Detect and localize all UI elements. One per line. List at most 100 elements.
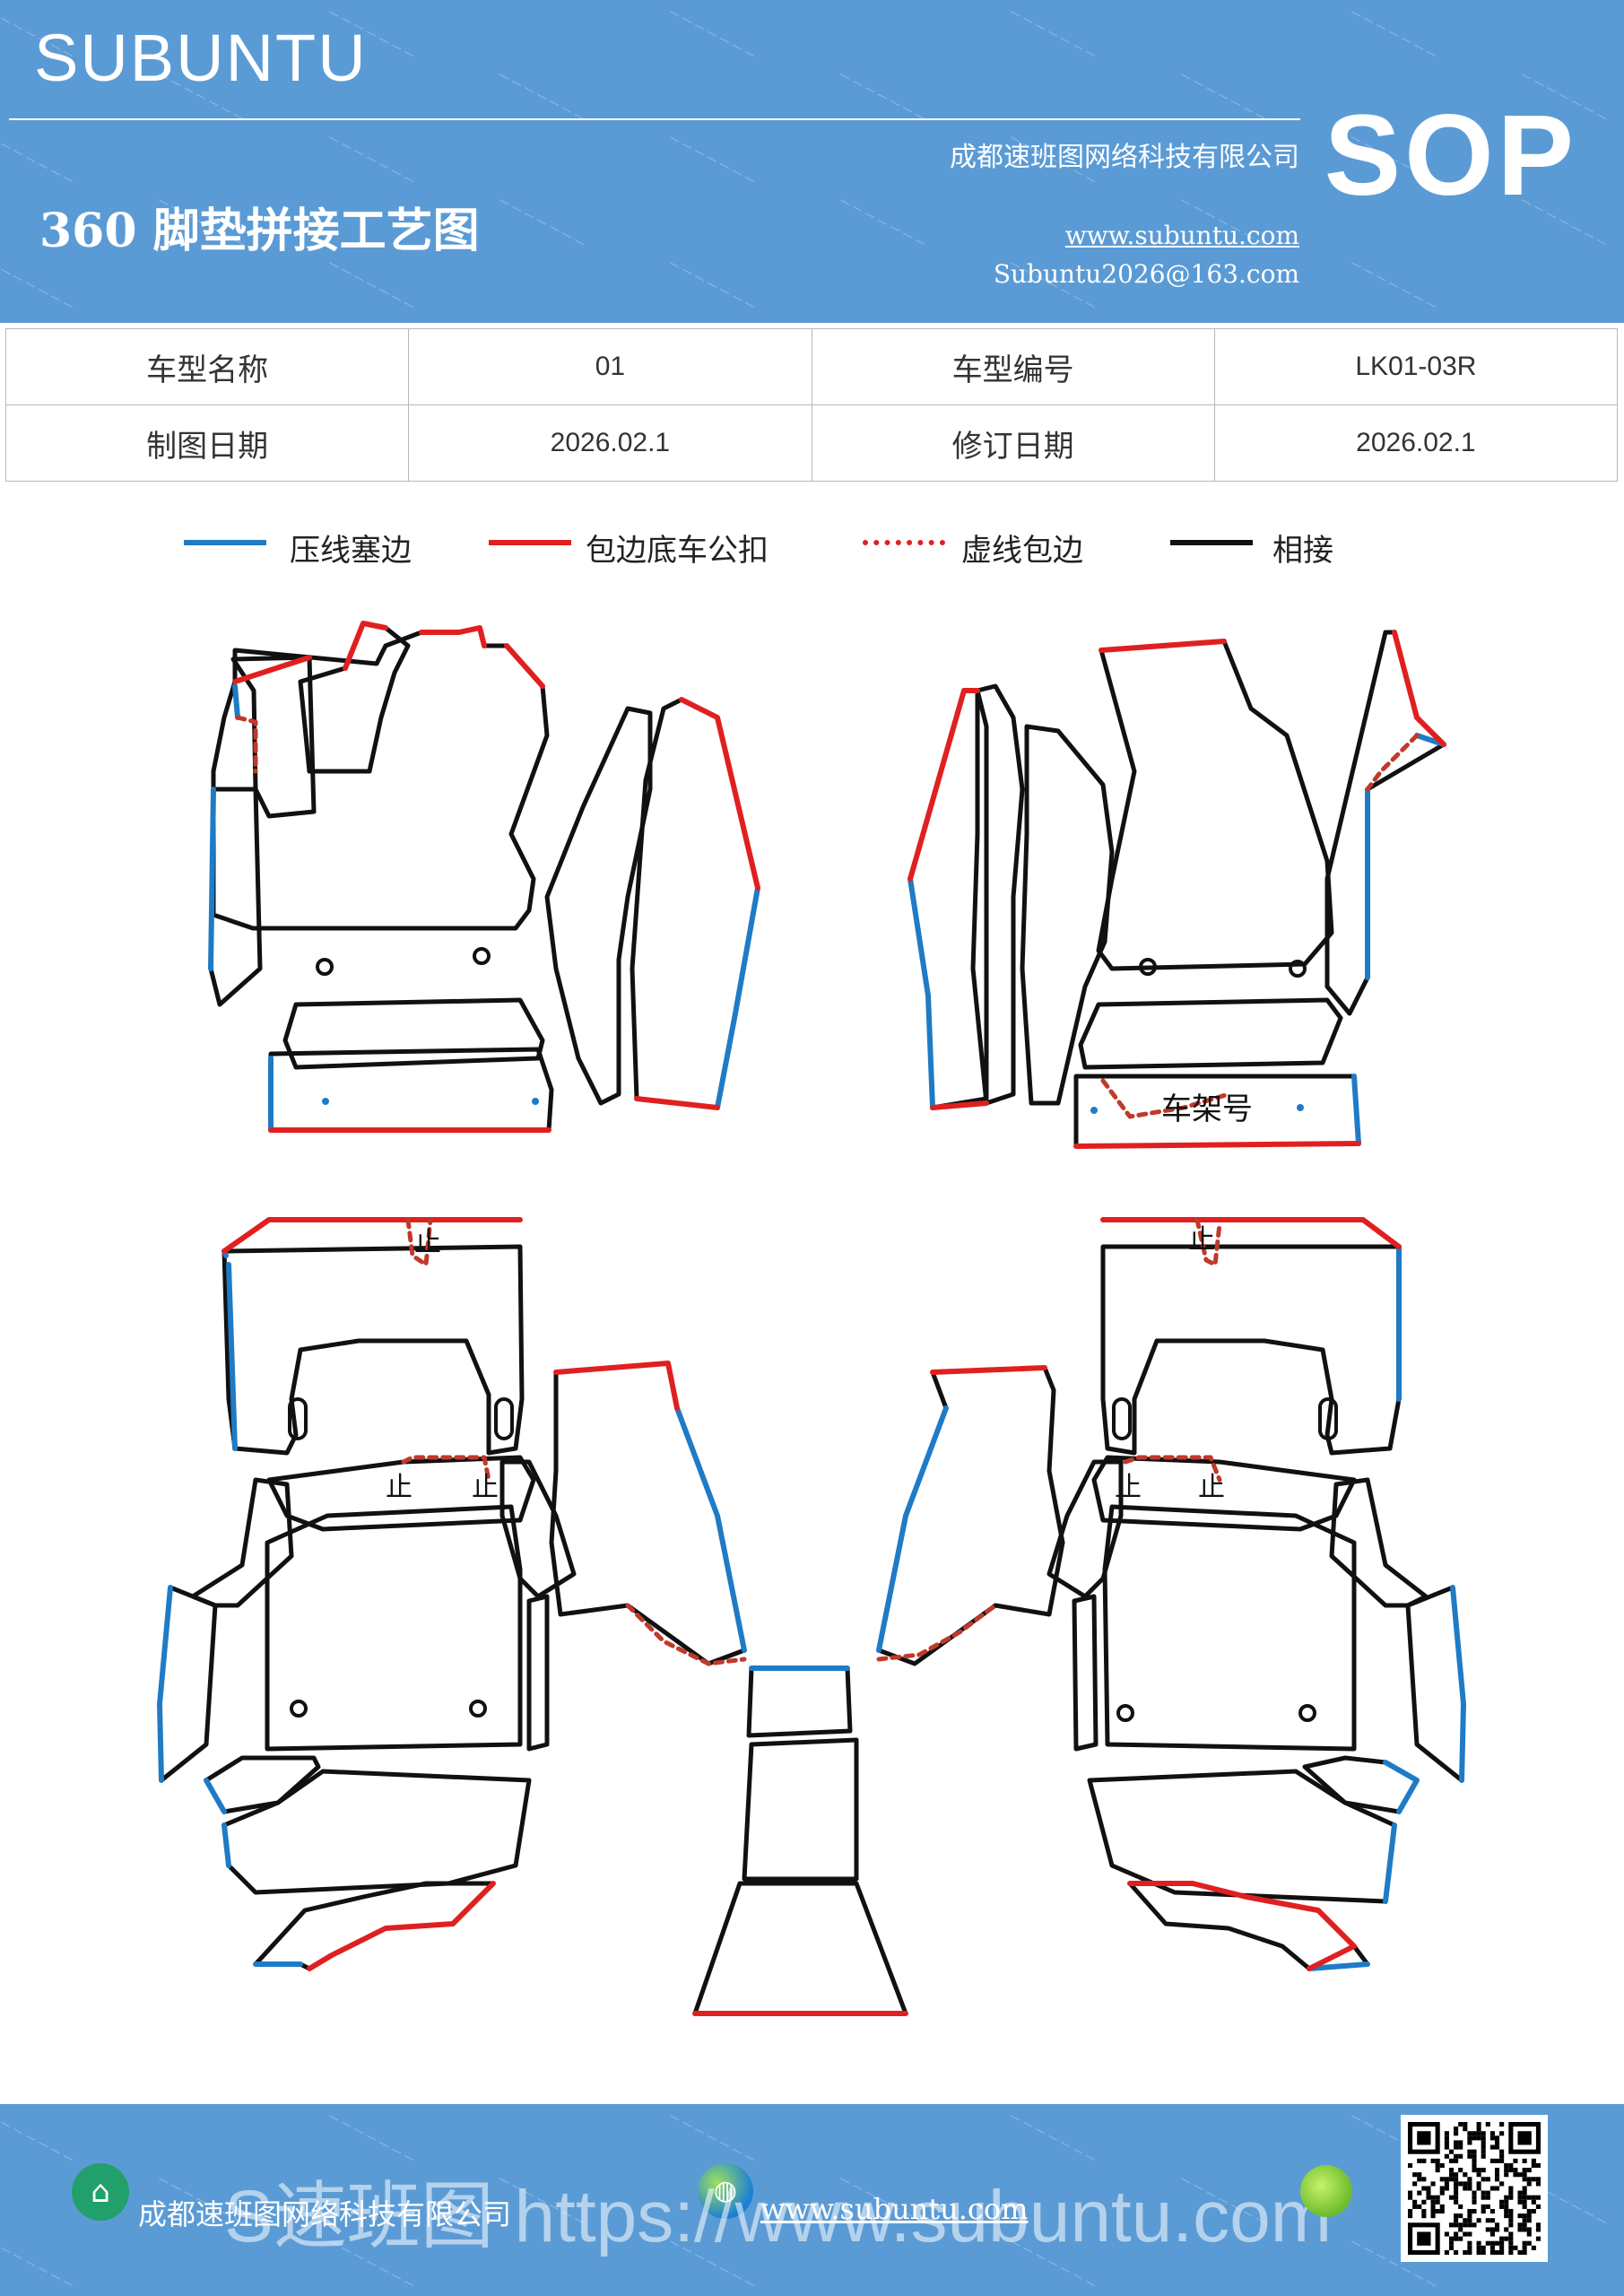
qr-module — [1444, 2144, 1449, 2150]
table-row: 制图日期 2026.02.1 修订日期 2026.02.1 — [4, 404, 1619, 482]
qr-module — [1458, 2181, 1463, 2187]
draw-date-label: 制图日期 — [4, 404, 410, 482]
home-icon: ⌂ — [72, 2163, 129, 2221]
qr-module — [1435, 2199, 1440, 2205]
qr-module — [1517, 2172, 1523, 2178]
qr-module — [1458, 2122, 1463, 2127]
qr-module — [1448, 2195, 1455, 2200]
edge-wrap-edge — [1127, 1881, 1357, 1971]
qr-module — [1499, 2204, 1505, 2209]
qr-module — [1439, 2162, 1445, 2169]
qr-module — [1504, 2168, 1509, 2173]
qr-module — [1508, 2236, 1514, 2241]
qr-module — [1430, 2181, 1436, 2187]
qr-module — [1504, 2162, 1509, 2169]
qr-module — [1531, 2208, 1536, 2214]
qr-module — [1485, 2177, 1490, 2182]
qr-module — [1463, 2218, 1468, 2223]
qr-module — [1481, 2168, 1486, 2173]
qr-module — [1454, 2199, 1459, 2205]
qr-module — [1476, 2126, 1481, 2132]
qr-module — [1535, 2181, 1541, 2187]
edge-wrap-edge — [343, 621, 388, 671]
model-name-value: 01 — [408, 328, 812, 405]
website-link[interactable]: www.subuntu.com — [1064, 221, 1299, 250]
qr-module — [1472, 2153, 1477, 2159]
qr-module — [1454, 2177, 1459, 2182]
qr-module — [1513, 2172, 1518, 2178]
qr-finder — [1417, 2131, 1431, 2145]
clip-dot — [1297, 1104, 1304, 1111]
mat-piece — [1020, 724, 1115, 1106]
qr-module — [1444, 2177, 1449, 2182]
qr-module — [1472, 2168, 1477, 2173]
qr-module — [1472, 2162, 1477, 2169]
qr-module — [1454, 2158, 1459, 2163]
mounting-hole — [469, 1700, 487, 1718]
table-row: 车型名称 01 车型编号 LK01-03R — [4, 328, 1619, 405]
qr-module — [1489, 2135, 1495, 2141]
qr-module — [1421, 2208, 1427, 2214]
model-name-label: 车型名称 — [4, 328, 410, 405]
qr-module — [1522, 2168, 1527, 2173]
qr-module — [1489, 2231, 1495, 2237]
qr-module — [1430, 2208, 1436, 2214]
qr-module — [1481, 2131, 1486, 2136]
qr-module — [1467, 2240, 1472, 2246]
legend-label: 虚线包边 — [961, 533, 1083, 569]
leaf-icon — [1300, 2165, 1352, 2217]
qr-module — [1467, 2213, 1472, 2219]
qr-code-icon[interactable] — [1401, 2115, 1548, 2262]
qr-module — [1454, 2231, 1459, 2237]
qr-finder — [1517, 2131, 1532, 2145]
qr-module — [1454, 2140, 1459, 2145]
mat-piece — [526, 1594, 550, 1752]
edge-wrap-edge — [1392, 630, 1446, 747]
qr-module — [1448, 2236, 1455, 2241]
qr-module — [1494, 2140, 1500, 2145]
dotted-wrap-edges — [235, 715, 1420, 1666]
qr-module — [1467, 2153, 1472, 2159]
qr-module — [1535, 2227, 1541, 2232]
qr-module — [1476, 2131, 1481, 2136]
qr-module — [1417, 2172, 1422, 2178]
line-legend: 压线塞边 包边底车公扣 虚线包边 相接 — [0, 520, 1624, 574]
qr-module — [1467, 2218, 1472, 2223]
qr-module — [1526, 2177, 1532, 2182]
press-line-edge — [157, 1585, 173, 1783]
mat-piece — [1091, 1455, 1357, 1532]
qr-module — [1499, 2236, 1505, 2241]
qr-module — [1508, 2222, 1514, 2228]
header-banner: — — — — — — —— — — — — — —— — — — — — ——… — [0, 0, 1624, 323]
qr-module — [1508, 2245, 1514, 2250]
edge-wrap-edge — [1073, 1141, 1361, 1149]
press-line-edge — [715, 885, 760, 1110]
qr-module — [1494, 2240, 1500, 2246]
revise-date-label: 修订日期 — [811, 404, 1215, 482]
qr-module — [1499, 2158, 1505, 2163]
qr-module — [1463, 2186, 1468, 2191]
qr-module — [1499, 2249, 1505, 2255]
qr-module — [1472, 2131, 1477, 2136]
qr-module — [1504, 2204, 1509, 2209]
qr-module — [1531, 2245, 1536, 2250]
mat-piece — [282, 997, 545, 1070]
clip-dot — [1090, 1107, 1098, 1114]
qr-module — [1508, 2168, 1514, 2173]
qr-module — [1522, 2218, 1527, 2223]
footer-website-link[interactable]: www.subuntu.com — [760, 2192, 1029, 2226]
footer-overlay-text: S速班图 https://www.subuntu.com — [224, 2176, 1333, 2257]
qr-module — [1508, 2162, 1514, 2169]
stop-mark: 止 — [1188, 1224, 1215, 1256]
qr-module — [1489, 2186, 1495, 2191]
qr-module — [1430, 2213, 1436, 2219]
edge-wrap-edge — [232, 655, 312, 684]
qr-module — [1526, 2231, 1532, 2237]
mounting-hole — [316, 958, 334, 976]
qr-pattern — [1408, 2122, 1541, 2255]
mat-piece — [1096, 639, 1334, 971]
draw-date-value: 2026.02.1 — [408, 404, 812, 482]
qr-module — [1481, 2140, 1486, 2145]
qr-module — [1531, 2195, 1536, 2200]
qr-module — [1522, 2195, 1527, 2200]
